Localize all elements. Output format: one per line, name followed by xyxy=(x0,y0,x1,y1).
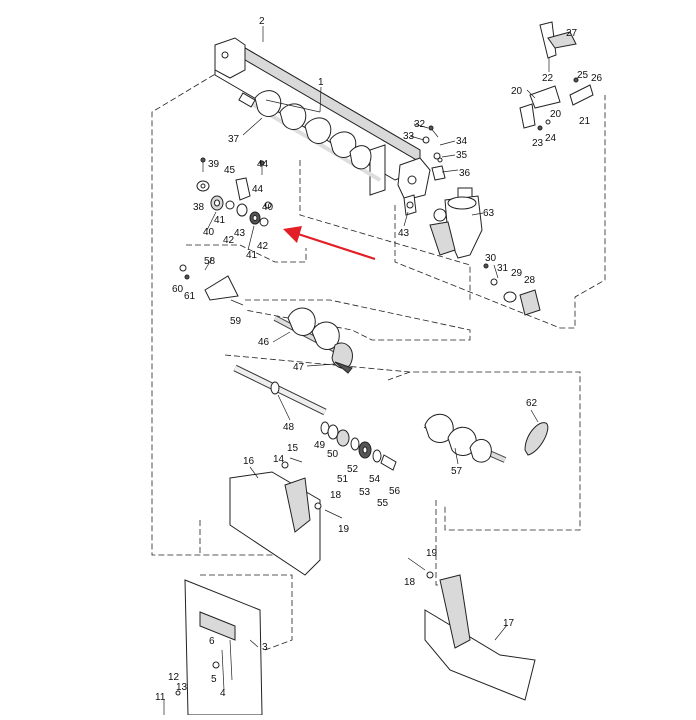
callout-55: 55 xyxy=(377,498,389,509)
callout-22: 22 xyxy=(542,73,554,84)
callout-32: 32 xyxy=(414,119,426,130)
callout-28: 28 xyxy=(524,275,536,286)
callout-31: 31 xyxy=(497,263,509,274)
bracket-17 xyxy=(407,557,536,701)
callout-29: 29 xyxy=(511,268,523,279)
callout-62: 62 xyxy=(526,398,538,409)
callout-39: 39 xyxy=(208,159,220,170)
callout-18: 18 xyxy=(330,490,342,501)
callout-15: 15 xyxy=(287,443,299,454)
callout-46: 46 xyxy=(258,337,270,348)
callout-24: 24 xyxy=(545,133,557,144)
top-auger xyxy=(238,90,382,182)
bearing-assembly-left xyxy=(196,157,272,227)
callout-23: 23 xyxy=(532,138,544,149)
callout-44: 44 xyxy=(257,159,269,170)
callout-17: 17 xyxy=(503,618,515,629)
callout-38: 38 xyxy=(193,202,205,213)
callout-56: 56 xyxy=(389,486,401,497)
bearing-row-49-56 xyxy=(320,421,397,471)
callout-43: 43 xyxy=(398,228,410,239)
callout-42: 42 xyxy=(257,241,269,252)
callout-36: 36 xyxy=(459,168,471,179)
callout-27: 27 xyxy=(566,28,578,39)
callout-12: 12 xyxy=(168,672,180,683)
callout-61: 61 xyxy=(184,291,196,302)
callout-53: 53 xyxy=(359,487,371,498)
highlight-arrow xyxy=(283,226,376,261)
callout-labels: 2 1 37 32 33 34 35 36 43 63 39 45 44 44 … xyxy=(155,16,603,703)
gearbox-motor xyxy=(429,187,483,259)
assembly-dashed-outlines xyxy=(151,69,606,651)
deflector-58 xyxy=(179,264,244,306)
callout-42: 42 xyxy=(223,235,235,246)
callout-45: 45 xyxy=(224,165,236,176)
callout-57: 57 xyxy=(451,466,463,477)
callout-47: 47 xyxy=(293,362,305,373)
shaft-48 xyxy=(233,364,327,416)
disc-62 xyxy=(524,422,549,456)
callout-51: 51 xyxy=(337,474,349,485)
lower-auger xyxy=(423,413,507,463)
callout-5: 5 xyxy=(211,674,217,685)
callout-63: 63 xyxy=(483,208,495,219)
mounting-plate-16 xyxy=(229,457,343,576)
callout-14: 14 xyxy=(273,454,285,465)
callout-48: 48 xyxy=(283,422,295,433)
handle-assembly xyxy=(519,21,594,131)
callout-30: 30 xyxy=(485,253,497,264)
callout-6: 6 xyxy=(209,636,215,647)
bottom-panel-3 xyxy=(163,579,263,716)
callout-1: 1 xyxy=(318,77,324,88)
callout-52: 52 xyxy=(347,464,359,475)
callout-49: 49 xyxy=(314,440,326,451)
main-frame-beam xyxy=(214,37,431,201)
callout-19: 19 xyxy=(426,548,438,559)
callout-40: 40 xyxy=(262,202,274,213)
callout-25: 25 xyxy=(577,70,589,81)
callout-26: 26 xyxy=(591,73,603,84)
callout-50: 50 xyxy=(327,449,339,460)
callout-18: 18 xyxy=(404,577,416,588)
callout-41: 41 xyxy=(214,215,226,226)
callout-41: 41 xyxy=(246,250,258,261)
callout-43: 43 xyxy=(234,228,246,239)
callout-58: 58 xyxy=(204,256,216,267)
callout-20: 20 xyxy=(550,109,562,120)
callout-33: 33 xyxy=(403,131,415,142)
callout-13: 13 xyxy=(176,682,188,693)
callout-44: 44 xyxy=(252,184,264,195)
callout-4: 4 xyxy=(220,688,226,699)
callout-40: 40 xyxy=(203,227,215,238)
middle-auger xyxy=(273,307,353,374)
callout-leaders xyxy=(204,26,550,648)
callout-54: 54 xyxy=(369,474,381,485)
callout-60: 60 xyxy=(172,284,184,295)
callout-35: 35 xyxy=(456,150,468,161)
callout-59: 59 xyxy=(230,316,242,327)
callout-16: 16 xyxy=(243,456,255,467)
callout-3: 3 xyxy=(262,642,268,653)
coupling-28-31 xyxy=(483,263,541,316)
callout-21: 21 xyxy=(579,116,591,127)
callout-34: 34 xyxy=(456,136,468,147)
bracket-43 xyxy=(403,194,417,216)
callout-2: 2 xyxy=(259,16,265,27)
callout-20: 20 xyxy=(511,86,523,97)
callout-19: 19 xyxy=(338,524,350,535)
callout-37: 37 xyxy=(228,134,240,145)
callout-11: 11 xyxy=(155,692,166,703)
fasteners-32-36 xyxy=(422,125,446,181)
